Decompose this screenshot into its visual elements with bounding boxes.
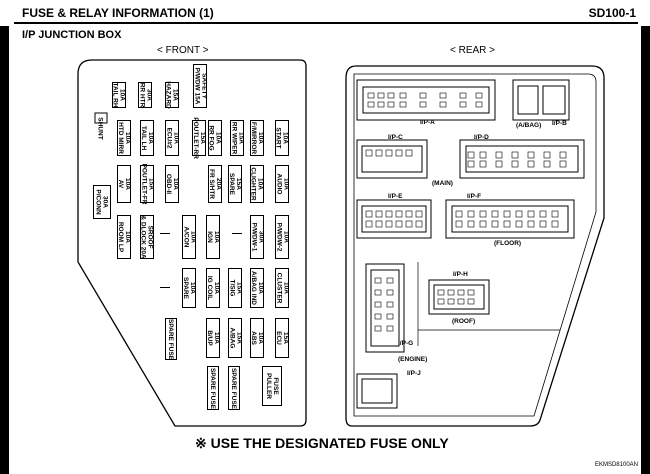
header-rule	[14, 22, 638, 24]
fuse-abs: 10A ABS	[250, 318, 264, 358]
footer-note: ※ USE THE DESIGNATED FUSE ONLY	[195, 435, 449, 451]
connector-engine: (ENGINE)	[398, 356, 428, 363]
fuse-tail-rh: 10A TAIL RH	[112, 82, 127, 108]
fuse-ecu2: 10A ECU#2	[165, 120, 179, 156]
connector-iph: I/P-H	[453, 271, 468, 278]
fuse-pwdw2: 10A P/WDW-2	[275, 215, 289, 259]
fuse-rr-fog: 10A RR FOG	[208, 120, 222, 156]
fuse-av: 10A AV	[117, 165, 131, 203]
fuse-spare-10a: 10A SPARE	[182, 268, 196, 308]
fuse-abag-ind: 10A A/BAG IND	[250, 268, 264, 308]
spare-fuse-2: SPARE FUSE	[228, 366, 240, 410]
left-border	[0, 0, 9, 474]
connector-ipc: I/P-C	[388, 134, 403, 141]
fuse-ign: 10A IGN	[206, 215, 220, 259]
header: FUSE & RELAY INFORMATION (1) SD100-1	[0, 0, 650, 26]
fuse-htd-mirr: 10A HTD MIRR	[117, 120, 131, 156]
document-code: EKMSD8100AN	[594, 462, 638, 468]
fuse-ecu: 15A ECU	[275, 318, 289, 358]
fuse-audio: 10A AUDIO	[275, 165, 289, 203]
fuse-poutlet-rr: 15A POUTLET-RR	[192, 117, 206, 159]
fuse-puller: FUSE PULLER	[262, 366, 282, 406]
empty-slot: —	[160, 282, 170, 293]
fuse-clighter: 10A CLIGHTER	[250, 165, 264, 203]
connector-ipg: I/P-G	[398, 340, 414, 347]
fuse-acon: 10A A/CON	[182, 215, 196, 259]
fuse-tsig: 15A T/SIG	[228, 268, 242, 308]
connector-ipe: I/P-E	[388, 193, 403, 200]
connector-main: (MAIN)	[432, 180, 453, 187]
fuse-p-conn: 30A P/CONN	[93, 185, 111, 219]
fuse-rr-wiper: 15A RR WIPER	[230, 120, 244, 156]
fuse-spare-15a: 15A SPARE	[228, 165, 242, 203]
fuse-abag: 15A A/BAG	[228, 318, 242, 358]
fuse-poutlet-fr: 15A POUTLET-FR	[140, 163, 154, 205]
shunt-label: SHUNT	[96, 117, 104, 140]
fuse-fr-shtr: 20A FR S/HTR	[208, 165, 222, 203]
header-code: SD100-1	[588, 6, 636, 20]
connector-ipj: I/P-J	[407, 370, 421, 377]
fuse-safety-pwdw: SAFETY P/WDW 15A	[193, 64, 207, 108]
fuse-start: 10A START	[275, 120, 289, 156]
fuse-sroof-dlock: SROOF & DLOCK 20A	[140, 215, 154, 259]
front-label: < FRONT >	[157, 45, 209, 56]
fuse-tail-lh: 10A TAIL LH	[140, 120, 154, 156]
empty-slot: —	[160, 228, 170, 239]
connector-ipf: I/P-F	[467, 193, 482, 200]
fuse-bup: 10A B/UP	[206, 318, 220, 358]
section-title: I/P JUNCTION BOX	[22, 29, 122, 41]
fuse-hazard: 15A HAZARD	[165, 81, 180, 109]
fuse-room-lp: 10A ROOM LP	[117, 215, 131, 259]
fuse-pwdw1: 30A P/WDW-1	[250, 215, 264, 259]
fuse-rr-htr: 30A RR HTR	[138, 82, 152, 108]
connector-ipb: I/P-B	[552, 120, 567, 127]
connector-roof: (ROOF)	[452, 318, 476, 325]
header-title: FUSE & RELAY INFORMATION (1)	[22, 6, 214, 20]
connector-ipd: I/P-D	[474, 134, 489, 141]
connector-floor: (FLOOR)	[494, 240, 522, 247]
fuse-obd2: 10A OBD-II	[165, 165, 179, 203]
spare-fuse-3: SPARE FUSE	[207, 366, 219, 410]
connector-abag: (A/BAG)	[516, 122, 542, 129]
spare-fuse-1: SPARE FUSE	[165, 318, 177, 360]
fuse-cluster: 10A CLUSTER	[275, 268, 289, 308]
empty-slot: —	[232, 228, 242, 239]
fuse-ig-coil: 10A IG COIL	[206, 268, 220, 308]
rear-label: < REAR >	[450, 45, 496, 56]
connector-ipa: I/P-A	[420, 119, 435, 126]
right-border	[641, 0, 650, 474]
fuse-f-mirror: 10A F/MIRROR	[250, 120, 265, 156]
